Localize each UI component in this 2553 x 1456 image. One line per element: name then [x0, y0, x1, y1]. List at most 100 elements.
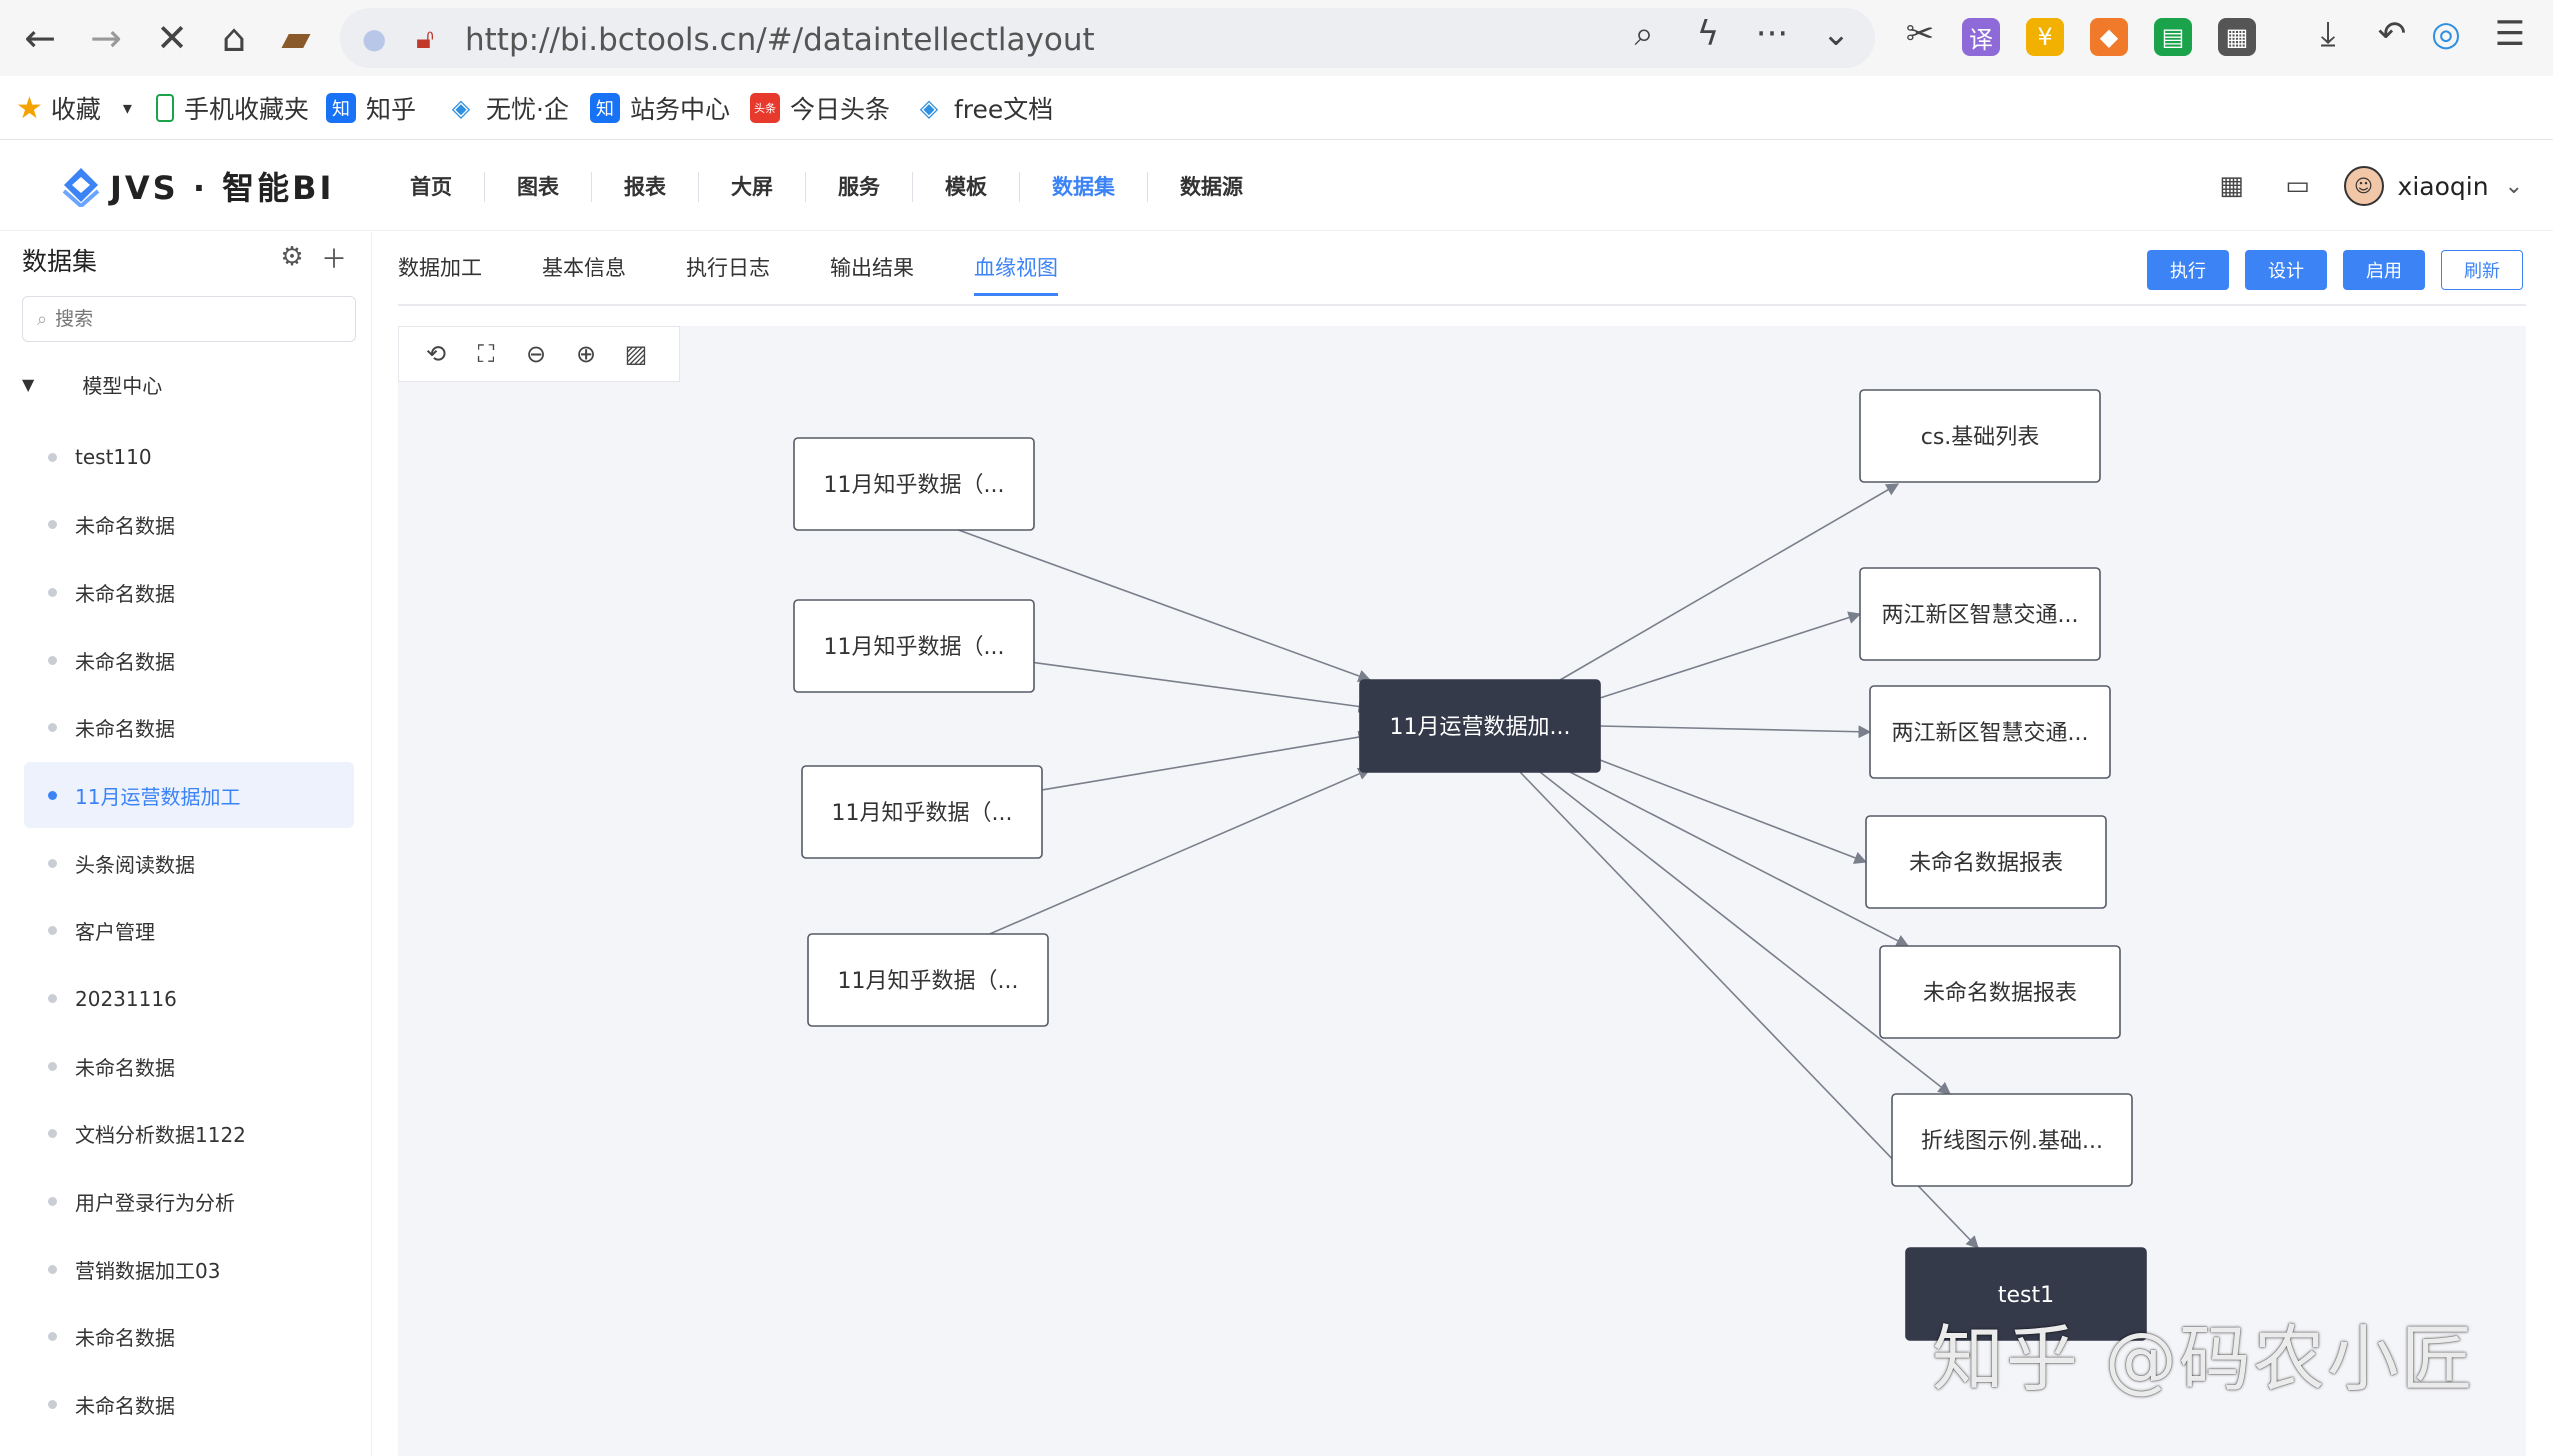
tab-output-result[interactable]: 输出结果 — [830, 256, 914, 280]
tab-basic-info[interactable]: 基本信息 — [542, 256, 626, 280]
node-target-3-box[interactable] — [1865, 815, 2107, 909]
list-item[interactable]: 未命名数据 — [24, 559, 354, 625]
node-target-5[interactable]: 折线图示例.基础... — [1891, 1093, 2133, 1187]
list-item[interactable]: 未命名数据 — [24, 627, 354, 693]
download-icon[interactable]: ⤓ — [2320, 14, 2336, 54]
chevron-down-icon[interactable]: ⌄ — [2504, 173, 2523, 199]
refresh-button[interactable]: 刷新 — [2441, 250, 2523, 290]
nav-charts[interactable]: 图表 — [485, 172, 592, 202]
insecure-lock-icon[interactable]: 🔓︎ — [416, 22, 435, 55]
more-icon[interactable]: ··· — [1755, 14, 1789, 54]
nav-templates[interactable]: 模板 — [913, 172, 1020, 202]
bookmark-free-doc[interactable]: ◈ free文档 — [914, 90, 1054, 126]
node-source-1[interactable]: 11月知乎数据（... — [793, 599, 1035, 693]
briefcase-icon[interactable]: ▰ — [281, 16, 311, 60]
list-item[interactable]: 用户登录行为分析 — [24, 1169, 354, 1235]
gamepad-icon[interactable]: ◆ — [2090, 18, 2128, 56]
nav-datasets[interactable]: 数据集 — [1020, 172, 1148, 202]
list-item[interactable]: 未命名数据 — [24, 695, 354, 761]
message-icon[interactable]: ▭ — [2285, 171, 2310, 201]
execute-button[interactable]: 执行 — [2147, 250, 2229, 290]
node-source-0[interactable]: 11月知乎数据（... — [793, 437, 1035, 531]
tab-data-processing[interactable]: 数据加工 — [398, 256, 482, 280]
node-source-3[interactable]: 11月知乎数据（... — [807, 933, 1049, 1027]
node-source-1-box[interactable] — [793, 599, 1035, 693]
add-icon[interactable]: ＋ — [320, 244, 347, 275]
address-bar[interactable]: ● 🔓︎ http://bi.bctools.cn/#/dataintellec… — [340, 8, 1875, 68]
node-source-2[interactable]: 11月知乎数据（... — [801, 765, 1043, 859]
app-logo[interactable]: JVS · 智能BI — [60, 163, 334, 209]
list-item[interactable]: 未命名数据 — [24, 1304, 354, 1370]
scissors-icon[interactable]: ✂ — [1905, 14, 1935, 54]
caret-down-icon[interactable]: ▾ — [122, 97, 132, 119]
nav-datasources[interactable]: 数据源 — [1180, 175, 1243, 199]
reader-icon[interactable]: ▤ — [2154, 18, 2192, 56]
nav-home[interactable]: 首页 — [378, 172, 485, 202]
bookmark-zhihu[interactable]: 知 知乎 — [326, 90, 416, 126]
list-item[interactable]: 头条阅读数据 — [24, 830, 354, 896]
nav-reports[interactable]: 报表 — [592, 172, 699, 202]
back-arrow-icon[interactable]: ← — [24, 16, 56, 60]
apps-grid-icon[interactable]: ▦ — [2218, 18, 2256, 56]
apps-grid-icon[interactable]: ▦ — [2219, 171, 2244, 201]
avatar[interactable]: ☺ — [2343, 166, 2384, 206]
list-item[interactable]: 客户管理 — [24, 898, 354, 964]
node-target-0-box[interactable] — [1859, 389, 2101, 483]
bookmark-wuyou[interactable]: ◈ 无忧·企 — [446, 90, 569, 126]
bookmark-toutiao[interactable]: 头条 今日头条 — [750, 90, 890, 126]
design-button[interactable]: 设计 — [2245, 250, 2327, 290]
export-image-icon[interactable]: ▨ — [624, 340, 648, 368]
node-target-3[interactable]: 未命名数据报表 — [1865, 815, 2107, 909]
caret-down-icon[interactable]: ▼ — [22, 374, 35, 394]
list-item[interactable]: 未命名数据 — [24, 1372, 354, 1438]
layout-reset-icon[interactable]: ⟲ — [425, 340, 447, 368]
node-target-6-box[interactable] — [1905, 1247, 2147, 1341]
list-item[interactable]: test110 — [24, 424, 354, 490]
tab-execution-log[interactable]: 执行日志 — [686, 256, 770, 280]
bookmark-mobile[interactable]: 手机收藏夹 — [156, 90, 309, 126]
list-item[interactable]: 未命名数据 — [24, 1033, 354, 1099]
shield-extension-icon[interactable]: ¥ — [2026, 18, 2064, 56]
node-target-6[interactable]: test1 — [1905, 1247, 2147, 1341]
node-target-0[interactable]: cs.基础列表 — [1859, 389, 2101, 483]
settings-icon[interactable]: ⚙ — [280, 242, 304, 272]
node-target-4[interactable]: 未命名数据报表 — [1879, 945, 2121, 1039]
node-target-2[interactable]: 两江新区智慧交通... — [1869, 685, 2111, 779]
node-center-box[interactable] — [1359, 679, 1601, 773]
url-text[interactable]: http://bi.bctools.cn/#/dataintellectlayo… — [465, 22, 1095, 58]
lineage-canvas[interactable]: 11月运营数据加...11月知乎数据（...11月知乎数据（...11月知乎数据… — [398, 326, 2526, 1456]
forward-arrow-icon[interactable]: → — [90, 16, 122, 60]
home-icon[interactable]: ⌂ — [221, 16, 247, 60]
node-source-0-box[interactable] — [793, 437, 1035, 531]
node-source-2-box[interactable] — [801, 765, 1043, 859]
bookmark-favorites[interactable]: ★ 收藏 ▾ — [16, 90, 132, 126]
chevron-down-icon[interactable]: ⌄ — [1821, 14, 1851, 54]
username[interactable]: xiaoqin — [2397, 171, 2489, 201]
node-target-4-box[interactable] — [1879, 945, 2121, 1039]
tree-root[interactable]: ▼ 模型中心 — [22, 362, 162, 406]
undo-icon[interactable]: ↶ — [2377, 14, 2407, 54]
fit-view-icon[interactable]: ⛶ — [477, 340, 495, 368]
enable-button[interactable]: 启用 — [2343, 250, 2425, 290]
nav-big-screen[interactable]: 大屏 — [699, 172, 806, 202]
menu-icon[interactable]: ☰ — [2494, 14, 2526, 54]
list-item[interactable]: 20231116 — [24, 966, 354, 1032]
bookmark-station[interactable]: 知 站务中心 — [590, 90, 730, 126]
sidebar-search[interactable]: ⌕ — [22, 296, 356, 342]
lineage-graph[interactable]: 11月运营数据加...11月知乎数据（...11月知乎数据（...11月知乎数据… — [398, 326, 2526, 1456]
node-source-3-box[interactable] — [807, 933, 1049, 1027]
zoom-out-icon[interactable]: ⊖ — [525, 340, 547, 368]
lightning-icon[interactable]: ϟ — [1696, 14, 1720, 54]
node-target-1[interactable]: 两江新区智慧交通... — [1859, 567, 2101, 661]
search-icon[interactable]: ⌕ — [1634, 14, 1654, 54]
list-item[interactable]: 未命名数据 — [24, 492, 354, 558]
list-item[interactable]: 营销数据加工03 — [24, 1236, 354, 1302]
node-target-5-box[interactable] — [1891, 1093, 2133, 1187]
node-target-1-box[interactable] — [1859, 567, 2101, 661]
zoom-in-icon[interactable]: ⊕ — [575, 340, 597, 368]
translate-icon[interactable]: 译 — [1962, 18, 2000, 56]
nav-services[interactable]: 服务 — [806, 172, 913, 202]
tab-lineage-view[interactable]: 血缘视图 — [974, 232, 1058, 304]
stop-loading-icon[interactable]: ✕ — [156, 16, 188, 60]
list-item-active[interactable]: 11月运营数据加工 — [24, 762, 354, 829]
